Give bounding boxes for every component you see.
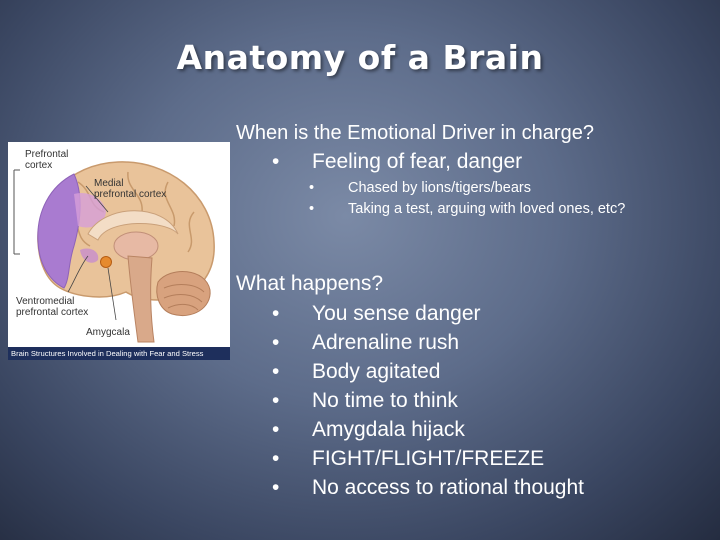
section2-bullet: FIGHT/FLIGHT/FREEZE — [312, 447, 545, 470]
section2-bullet: Adrenaline rush — [312, 331, 460, 354]
bullet-glyph: • — [272, 302, 280, 325]
subbullet-glyph: • — [309, 180, 315, 196]
bullet-glyph: • — [272, 418, 280, 441]
label-medial-prefrontal-cortex: Medial prefrontal cortex — [94, 178, 166, 200]
section2-heading: What happens? — [236, 272, 384, 295]
label-amygdala: Amygcala — [86, 327, 130, 338]
bullet-glyph: • — [272, 360, 280, 383]
section2-bullet: Body agitated — [312, 360, 441, 383]
label-line: Prefrontal — [25, 149, 69, 160]
subbullet-item: Taking a test, arguing with loved ones, … — [348, 201, 626, 217]
bullet-glyph: • — [272, 331, 280, 354]
bullet-glyph: • — [272, 150, 280, 173]
section1-bullet: Feeling of fear, danger — [312, 150, 523, 173]
label-ventromedial-prefrontal-cortex: Ventromedial prefrontal cortex — [16, 296, 88, 318]
brain-figure: Prefrontal cortex Medial prefrontal cort… — [8, 142, 230, 360]
label-prefrontal-cortex: Prefrontal cortex — [25, 149, 68, 171]
label-line: Ventromedial — [16, 296, 75, 307]
bullet-glyph: • — [272, 389, 280, 412]
subbullet-glyph: • — [309, 201, 315, 217]
brain-illustration — [13, 161, 215, 343]
section2-bullet: No time to think — [312, 389, 458, 412]
section2-bullet: No access to rational thought — [312, 476, 584, 499]
figure-caption: Brain Structures Involved in Dealing wit… — [8, 347, 230, 360]
bullet-glyph: • — [272, 447, 280, 470]
slide-title: Anatomy of a Brain — [176, 38, 544, 77]
section2-bullet: You sense danger — [312, 302, 481, 325]
label-line: prefrontal cortex — [94, 189, 167, 200]
label-line: Medial — [94, 178, 124, 189]
subbullet-item: Chased by lions/tigers/bears — [348, 180, 531, 196]
bullet-glyph: • — [272, 476, 280, 499]
section2-bullet: Amygdala hijack — [312, 418, 465, 441]
label-line: cortex — [25, 160, 53, 171]
section1-heading: When is the Emotional Driver in charge? — [236, 122, 594, 144]
label-line: prefrontal cortex — [16, 307, 89, 318]
